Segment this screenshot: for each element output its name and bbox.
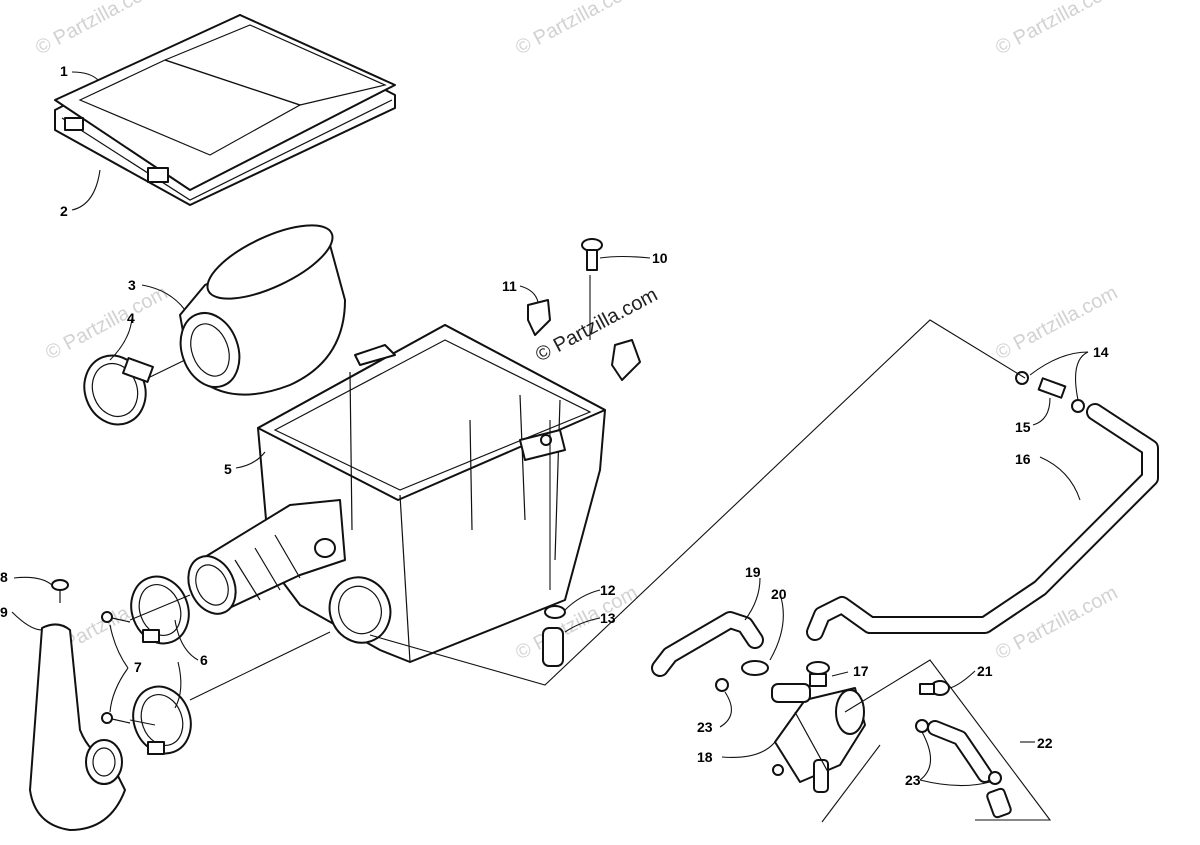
airbox-housing	[257, 324, 606, 663]
inlet-boot	[187, 499, 346, 615]
callout-14: 14	[1093, 344, 1109, 360]
clamp-20	[741, 660, 769, 676]
clamp-lower	[132, 685, 192, 755]
cover-latch	[64, 117, 84, 131]
screw-8	[51, 579, 69, 603]
callout-23-second: 23	[905, 772, 921, 788]
clip-14a	[1015, 371, 1029, 385]
callout-23: 23	[697, 719, 713, 735]
hose-clamp	[83, 354, 154, 426]
callout-4: 4	[127, 310, 135, 326]
callout-7: 7	[134, 659, 142, 675]
reference-line	[821, 744, 881, 823]
watermark: © Partzilla.com	[42, 282, 171, 365]
callout-8: 8	[0, 569, 8, 585]
watermark: © Partzilla.com	[992, 0, 1121, 59]
callout-3: 3	[128, 277, 136, 293]
screw-7b	[101, 712, 131, 724]
clip-14b	[1071, 399, 1085, 413]
clip-11a	[527, 299, 551, 336]
intake-duct	[29, 623, 126, 831]
callout-16: 16	[1015, 451, 1031, 467]
bolt-10	[581, 238, 603, 271]
reference-line	[129, 719, 156, 726]
clamp-17	[806, 661, 830, 687]
callout-2: 2	[60, 203, 68, 219]
reference-line	[189, 631, 331, 701]
reference-line	[369, 319, 1026, 686]
reference-line	[147, 359, 186, 379]
sleeve-13	[542, 627, 564, 667]
callout-12: 12	[600, 582, 616, 598]
watermark: © Partzilla.com	[992, 582, 1121, 665]
callout-11: 11	[502, 278, 517, 294]
reference-line	[129, 594, 191, 621]
watermark-center: © Partzilla.com	[532, 284, 661, 367]
hose-19	[651, 611, 764, 677]
reference-line	[844, 659, 1052, 821]
callout-1: 1	[60, 63, 68, 79]
watermark: © Partzilla.com	[32, 0, 161, 59]
callout-18: 18	[697, 749, 713, 765]
airbox-cover	[54, 14, 396, 206]
callout-21: 21	[977, 663, 993, 679]
clip-23a	[715, 678, 729, 692]
callout-6: 6	[200, 652, 208, 668]
clamp-upper	[130, 575, 190, 645]
cover-latch	[147, 167, 169, 183]
clip-23b	[915, 719, 929, 733]
callout-22: 22	[1037, 735, 1053, 751]
check-valve-18	[771, 683, 866, 793]
airbox-outlet	[328, 576, 392, 644]
callout-13: 13	[600, 610, 616, 626]
clip-11b	[611, 339, 641, 381]
screw-21	[919, 680, 950, 696]
callout-9: 9	[0, 604, 8, 620]
washer-12	[544, 605, 566, 619]
screw-7a	[101, 611, 131, 623]
air-filter	[179, 224, 346, 396]
callout-15: 15	[1015, 419, 1031, 435]
breather-hose-16	[806, 403, 1159, 641]
hose-22	[927, 720, 1012, 819]
callout-10: 10	[652, 250, 668, 266]
callout-17: 17	[853, 663, 869, 679]
watermark: © Partzilla.com	[512, 0, 641, 59]
callout-19: 19	[745, 564, 761, 580]
callout-20: 20	[771, 586, 787, 602]
callout-5: 5	[224, 461, 232, 477]
fitting-15	[1037, 377, 1067, 399]
